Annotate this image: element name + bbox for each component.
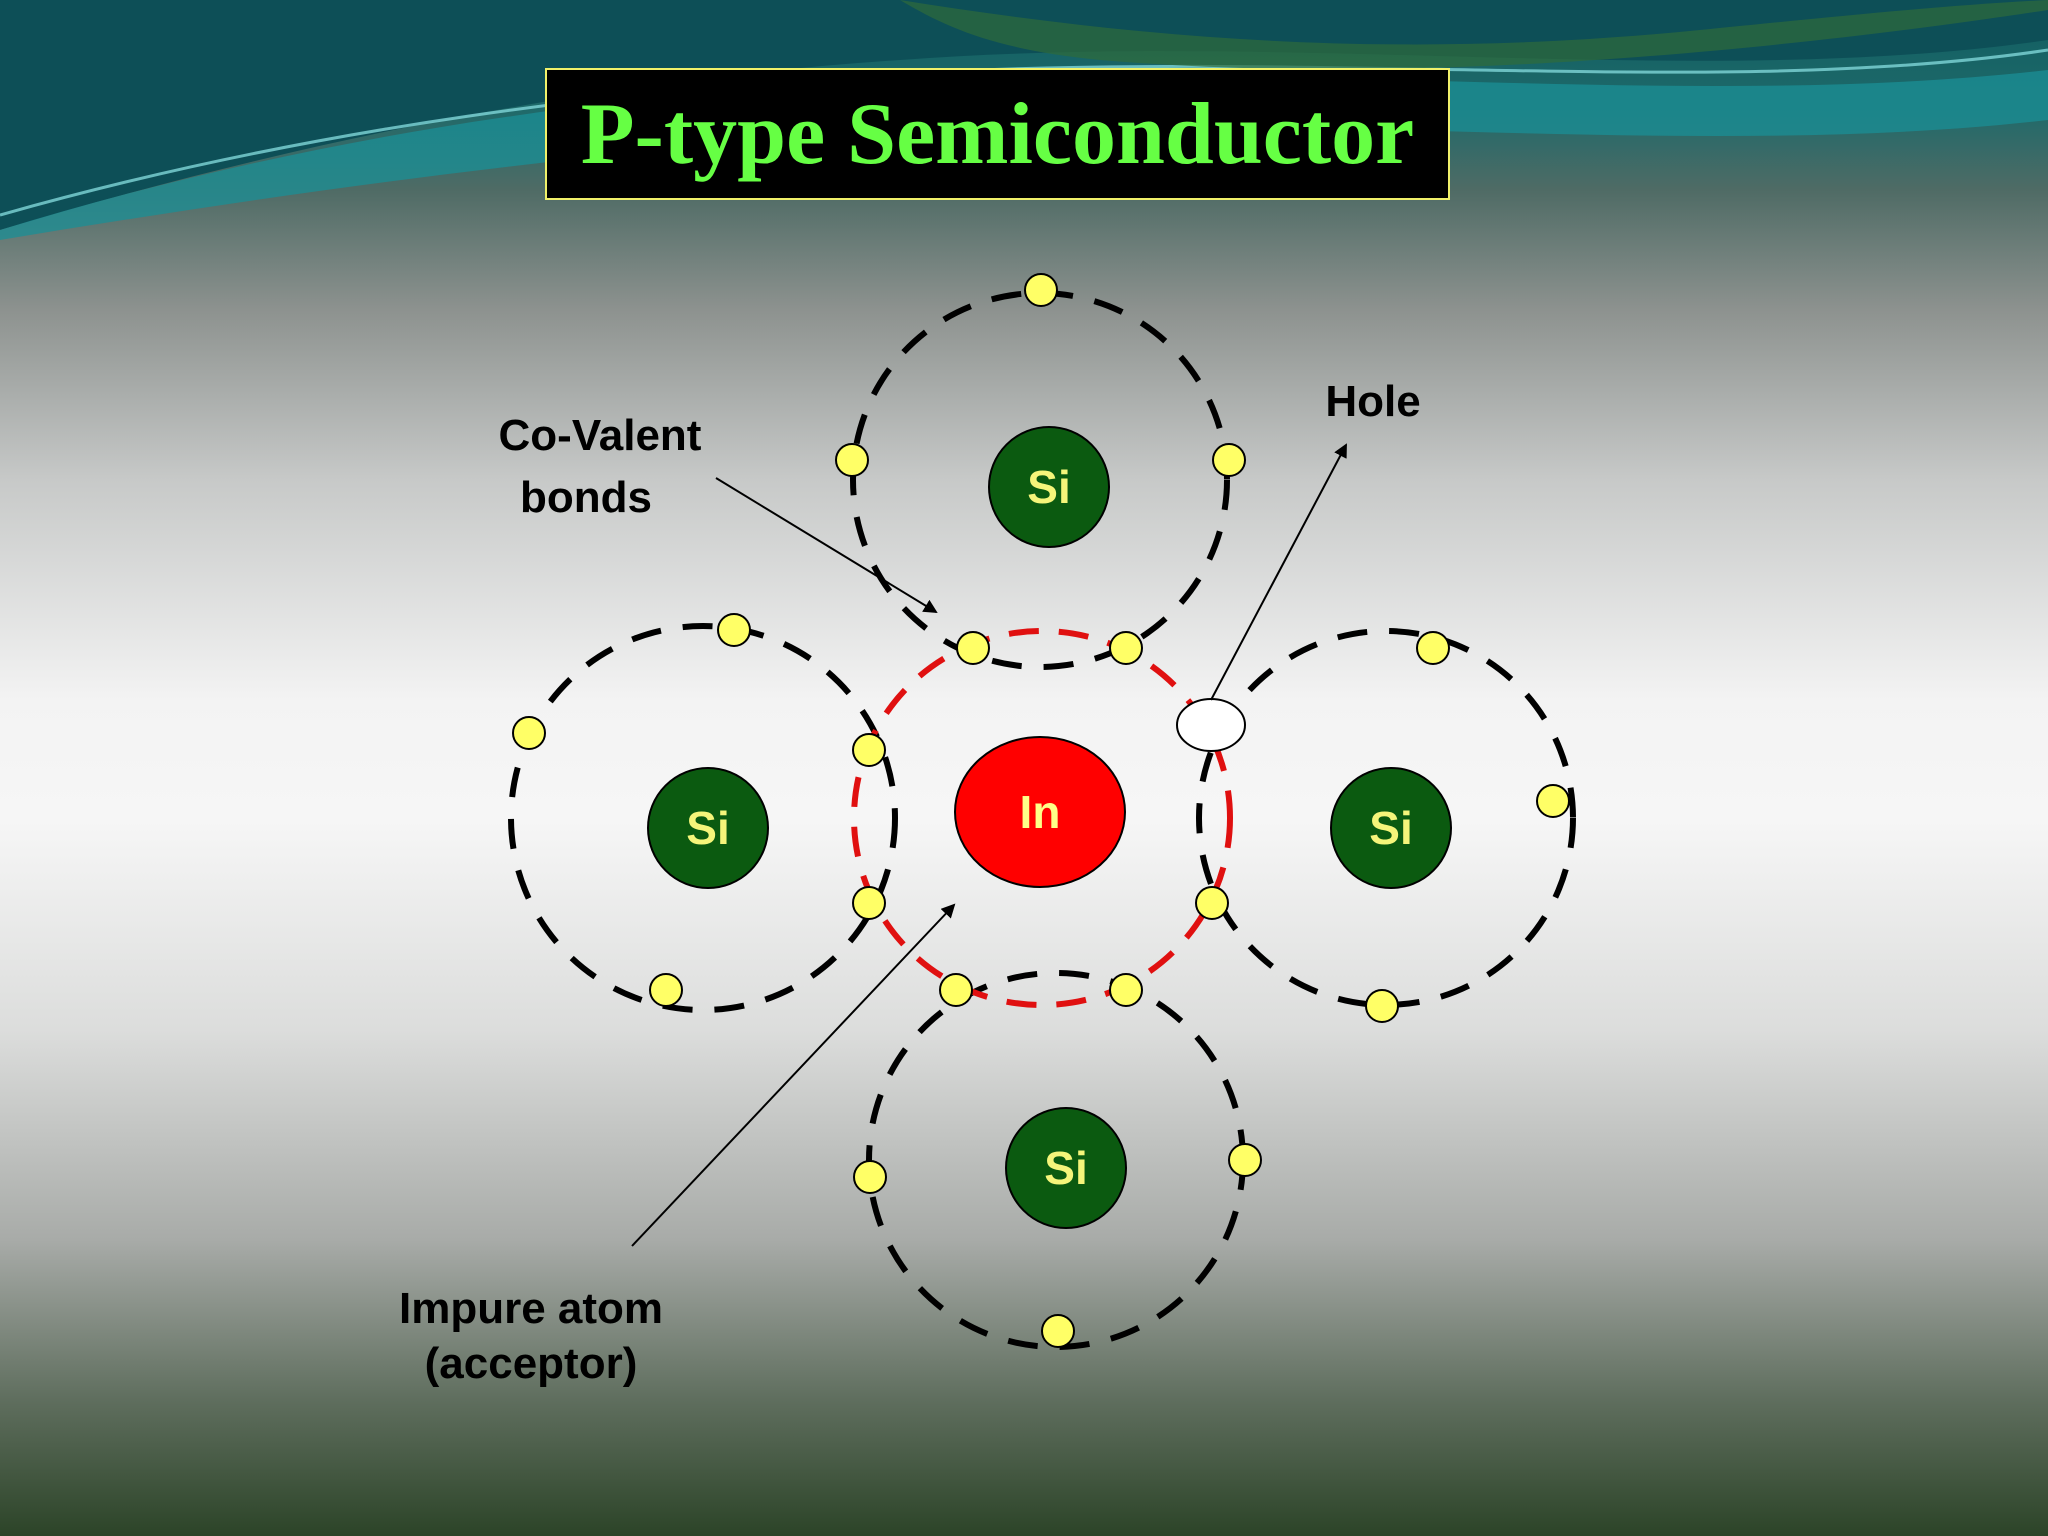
in-nucleus	[954, 736, 1126, 888]
in-orbit	[851, 628, 1233, 1008]
impure-atom-label-line1: Impure atom	[399, 1284, 663, 1333]
hole-arrow	[1210, 443, 1347, 701]
impure-atom-label-line2: (acceptor)	[425, 1339, 638, 1388]
in-label: In	[1020, 786, 1061, 838]
electron	[835, 443, 869, 477]
si-label-bottom: Si	[1044, 1142, 1087, 1194]
si-label-right: Si	[1369, 802, 1412, 854]
electron	[1041, 1314, 1075, 1348]
electrons	[512, 273, 1570, 1348]
electron	[852, 733, 886, 767]
electron	[956, 631, 990, 665]
si-orbit-right	[1196, 628, 1576, 1008]
si-orbit-left	[508, 623, 898, 1013]
electron	[1228, 1143, 1262, 1177]
wave-green-swoosh	[900, 0, 2048, 70]
covalent-bonds-label-line1: Co-Valent	[499, 411, 702, 460]
hole-label: Hole	[1325, 377, 1420, 426]
hole-marker	[1176, 698, 1246, 752]
electron	[1536, 784, 1570, 818]
electron	[1416, 631, 1450, 665]
si-nucleus-right	[1330, 767, 1452, 889]
electron	[1212, 443, 1246, 477]
electron	[1024, 273, 1058, 307]
electron	[1109, 973, 1143, 1007]
si-nucleus-top	[988, 426, 1110, 548]
title-box: P-type Semiconductor	[545, 68, 1450, 200]
si-orbit-top	[850, 290, 1230, 670]
si-label-top: Si	[1027, 461, 1070, 513]
covalent-bonds-arrow	[715, 477, 938, 614]
page-title: P-type Semiconductor	[580, 85, 1415, 183]
wave-teal-band	[0, 70, 2048, 240]
covalent-bonds-label-line2: bonds	[520, 473, 652, 522]
si-nucleus-left	[647, 767, 769, 889]
electron	[1195, 886, 1229, 920]
electron	[1365, 989, 1399, 1023]
electron	[1109, 631, 1143, 665]
electron	[717, 613, 751, 647]
si-label-left: Si	[686, 802, 729, 854]
si-nucleus-bottom	[1005, 1107, 1127, 1229]
electron	[852, 886, 886, 920]
electron	[649, 973, 683, 1007]
electron	[512, 716, 546, 750]
electron	[939, 973, 973, 1007]
impure-atom-arrow	[631, 903, 956, 1247]
electron	[853, 1160, 887, 1194]
